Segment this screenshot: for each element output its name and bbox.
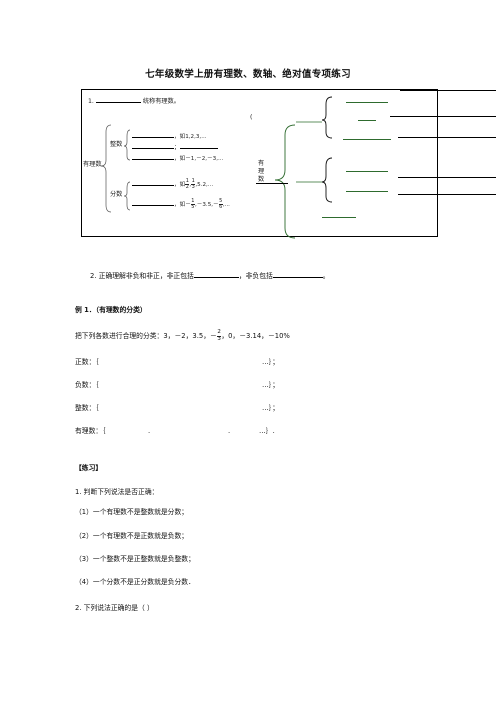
rational-label: 有理数：｛ [75,427,106,435]
practice-item-1: （1）一个有理数不是整数就是分数； [75,508,189,516]
q2-text-2: ，非负包括 [238,272,273,280]
example-prompt-suffix: ，0，－3.14，－10% [221,332,290,340]
fr-blank-2[interactable] [132,198,174,206]
practice-item-4: （4）一个分数不是正分数就是负分数． [75,578,195,586]
negative-end: …｝； [262,381,279,389]
q1-number: 1. [88,98,94,105]
right-root-line [256,183,288,184]
q1-blank[interactable] [95,95,141,103]
practice-item-2: （2）一个有理数不是正数就是负数； [75,532,189,540]
rational-end: …｝. [259,427,275,435]
ext-line-4 [398,194,496,195]
classification-box [81,89,438,237]
practice-item-3: （3）一个整数不是正整数就是负整数； [75,555,195,563]
rational-dot-1: . [148,427,151,435]
left-paren: ( [250,114,253,121]
fr-row-2-prefix: ，如－ [174,202,191,208]
q2-text-3: 。 [322,272,330,280]
top-right-line [400,90,496,91]
ext-line-1 [390,116,496,117]
fr-row-1-suffix: ,5.2,... [195,182,214,188]
example-heading: 例 1．（有理数的分类） [75,306,147,314]
ans-line-2[interactable] [358,120,376,121]
q2-text-1: 2. 正确理解非负和非正，非正包括 [90,272,194,280]
ans-line-3[interactable] [343,139,391,140]
integer-row-end: …｝； [262,404,279,412]
int-blank-1[interactable] [132,130,174,138]
ans-line-4[interactable] [346,171,388,172]
practice-q2: 2. 下列说法正确的是（ ） [75,604,154,612]
ans-line-6[interactable] [322,217,356,218]
rational-dot-2: . [228,427,231,435]
fr-row-1-prefix: ，如 [174,182,186,188]
fr-blank-1[interactable] [132,178,174,186]
right-root-label: 有 理 数 [258,160,265,183]
root-label: 有理数 [83,161,102,168]
integer-row-label: 整数：｛ [75,404,99,412]
practice-heading: 【练习】 [75,464,103,472]
positive-label: 正数：｛ [75,358,99,366]
int-row-1: ，如1,2,3,... [174,134,207,140]
int-blank-3[interactable] [132,152,174,160]
practice-q1: 1. 判断下列说法是否正确： [75,488,159,496]
q1-suffix: 统称有理数。 [142,98,180,105]
ext-line-2 [398,137,496,138]
fr-row-2-mid: ,－3.5,－ [194,202,219,208]
integer-label: 整数 [110,141,123,148]
int-blank-2[interactable] [132,141,174,149]
int-row-3: ，如－1,－2,－3,... [174,156,224,162]
example-prompt-prefix: 把下列各数进行合理的分类：3，－2，3.5，－ [75,332,217,340]
ext-line-3 [398,177,496,178]
int-blank-2b[interactable] [179,141,218,149]
positive-end: …｝； [262,358,279,366]
int-row-2: ； [174,145,180,151]
q2-blank-1[interactable] [193,270,239,278]
q2-blank-2[interactable] [272,270,323,278]
negative-label: 负数：｛ [75,381,99,389]
ans-line-5[interactable] [346,191,388,192]
page-title: 七年级数学上册有理数、数轴、绝对值专项练习 [145,69,351,80]
fraction-label: 分数 [110,191,123,198]
fr-row-2-suffix: ,... [222,202,230,208]
ans-line-1[interactable] [346,102,388,103]
